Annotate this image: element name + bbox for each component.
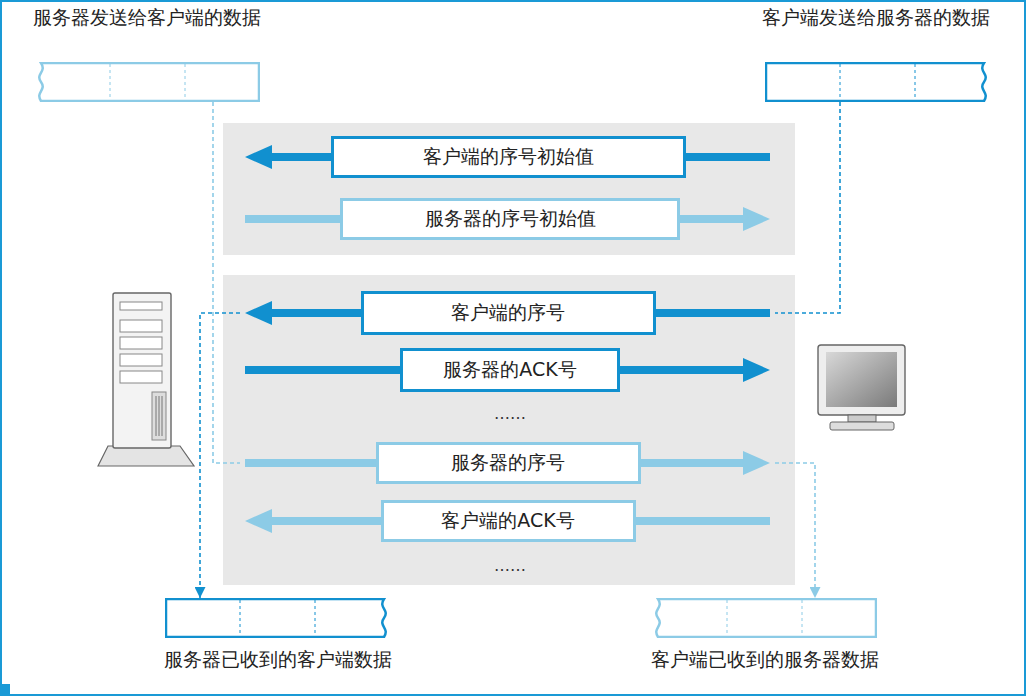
light-arrow [245, 207, 770, 231]
flow-arrows [245, 145, 770, 533]
field-label: 客户端的ACK号 [441, 509, 574, 533]
monitor-stand [848, 415, 876, 422]
buffer-strip [35, 62, 260, 102]
data-buffer: 服务器发送给客户端的数据 [33, 6, 261, 102]
dark-arrow [245, 145, 770, 169]
buffer-outline [39, 63, 259, 101]
corner-mark [0, 684, 10, 696]
server-bay [120, 371, 162, 383]
sequence-flow-line [213, 102, 815, 598]
field-box: 服务器的序号初始值 [340, 198, 680, 240]
buffer-strip [165, 598, 390, 638]
handshake-panel [223, 123, 795, 255]
buffer-strip [652, 598, 877, 638]
server-icon [98, 293, 194, 466]
field-box: 服务器的序号 [376, 442, 641, 484]
server-bay [120, 320, 162, 332]
buffer-strip [765, 62, 990, 102]
server-base [98, 446, 194, 466]
server-vent-lines [156, 396, 162, 436]
field-label: 服务器的序号初始值 [425, 207, 596, 231]
buffer-heading: 服务器发送给客户端的数据 [33, 6, 261, 30]
segment-divider [315, 600, 316, 636]
field-box: 服务器的ACK号 [400, 348, 620, 392]
field-label: 服务器的序号 [451, 451, 565, 475]
light-arrow [245, 451, 770, 475]
field-box: 客户端的序号初始值 [331, 136, 686, 178]
server-bay [120, 337, 162, 349]
transfer-panel [223, 275, 795, 585]
segment-divider [185, 64, 186, 100]
buffer-heading: 服务器已收到的客户端数据 [164, 648, 392, 672]
dark-arrow [245, 301, 770, 325]
pc-icon [818, 345, 905, 430]
light-arrow [245, 509, 770, 533]
segment-divider [915, 64, 916, 100]
buffer-outline [656, 599, 876, 637]
data-buffer: 服务器已收到的客户端数据 [164, 598, 392, 672]
screen [826, 352, 897, 407]
sequence-flow-line [200, 102, 840, 598]
field-box: 客户端的序号 [361, 291, 656, 335]
data-buffer: 客户端已收到的服务器数据 [651, 598, 879, 672]
buffer-outline [166, 599, 386, 637]
ellipsis-label: …… [494, 404, 526, 424]
server-bay [120, 354, 162, 366]
server-slot [120, 302, 162, 310]
segment-divider [802, 600, 803, 636]
server-vent [152, 392, 166, 440]
monitor-base [830, 422, 894, 430]
segment-divider [110, 64, 111, 100]
dark-arrow [245, 358, 770, 382]
monitor [818, 345, 905, 415]
segment-divider [240, 600, 241, 636]
field-box: 客户端的ACK号 [381, 500, 636, 542]
ellipsis-label: …… [494, 556, 526, 576]
field-label: 服务器的ACK号 [443, 358, 576, 382]
server-body [113, 293, 171, 448]
buffer-heading: 客户端发送给服务器的数据 [762, 6, 990, 30]
field-label: 客户端的序号初始值 [423, 145, 594, 169]
data-buffer: 客户端发送给服务器的数据 [762, 6, 990, 102]
buffer-heading: 客户端已收到的服务器数据 [651, 648, 879, 672]
field-label: 客户端的序号 [451, 301, 565, 325]
segment-divider [840, 64, 841, 100]
segment-divider [727, 600, 728, 636]
buffer-outline [766, 63, 986, 101]
